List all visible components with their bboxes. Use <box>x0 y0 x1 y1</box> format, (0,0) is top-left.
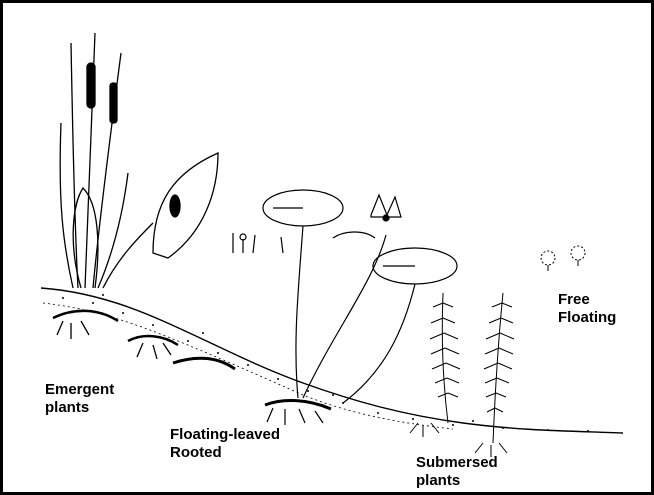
label-emergent-plants: Emergent plants <box>45 381 114 417</box>
sediment-stipple <box>62 294 589 432</box>
label-floating-leaved-line2: Rooted <box>170 444 280 462</box>
label-emergent-line2: plants <box>45 399 114 417</box>
emergent-plants-drawing <box>53 33 235 369</box>
label-submersed-plants: Submersed plants <box>416 454 498 490</box>
submersed-plants-drawing <box>410 293 514 457</box>
label-submersed-line2: plants <box>416 472 498 490</box>
free-floating-drawing <box>541 246 585 271</box>
label-free-floating-line2: Floating <box>558 309 616 327</box>
floating-leaved-drawing <box>233 190 457 425</box>
pond-bank <box>41 288 623 433</box>
pond-illustration <box>3 3 651 492</box>
label-emergent-line1: Emergent <box>45 381 114 399</box>
label-free-floating: Free Floating <box>558 291 616 327</box>
label-floating-leaved-line1: Floating-leaved <box>170 426 280 444</box>
label-submersed-line1: Submersed <box>416 454 498 472</box>
label-floating-leaved-rooted: Floating-leaved Rooted <box>170 426 280 462</box>
label-free-floating-line1: Free <box>558 291 616 309</box>
